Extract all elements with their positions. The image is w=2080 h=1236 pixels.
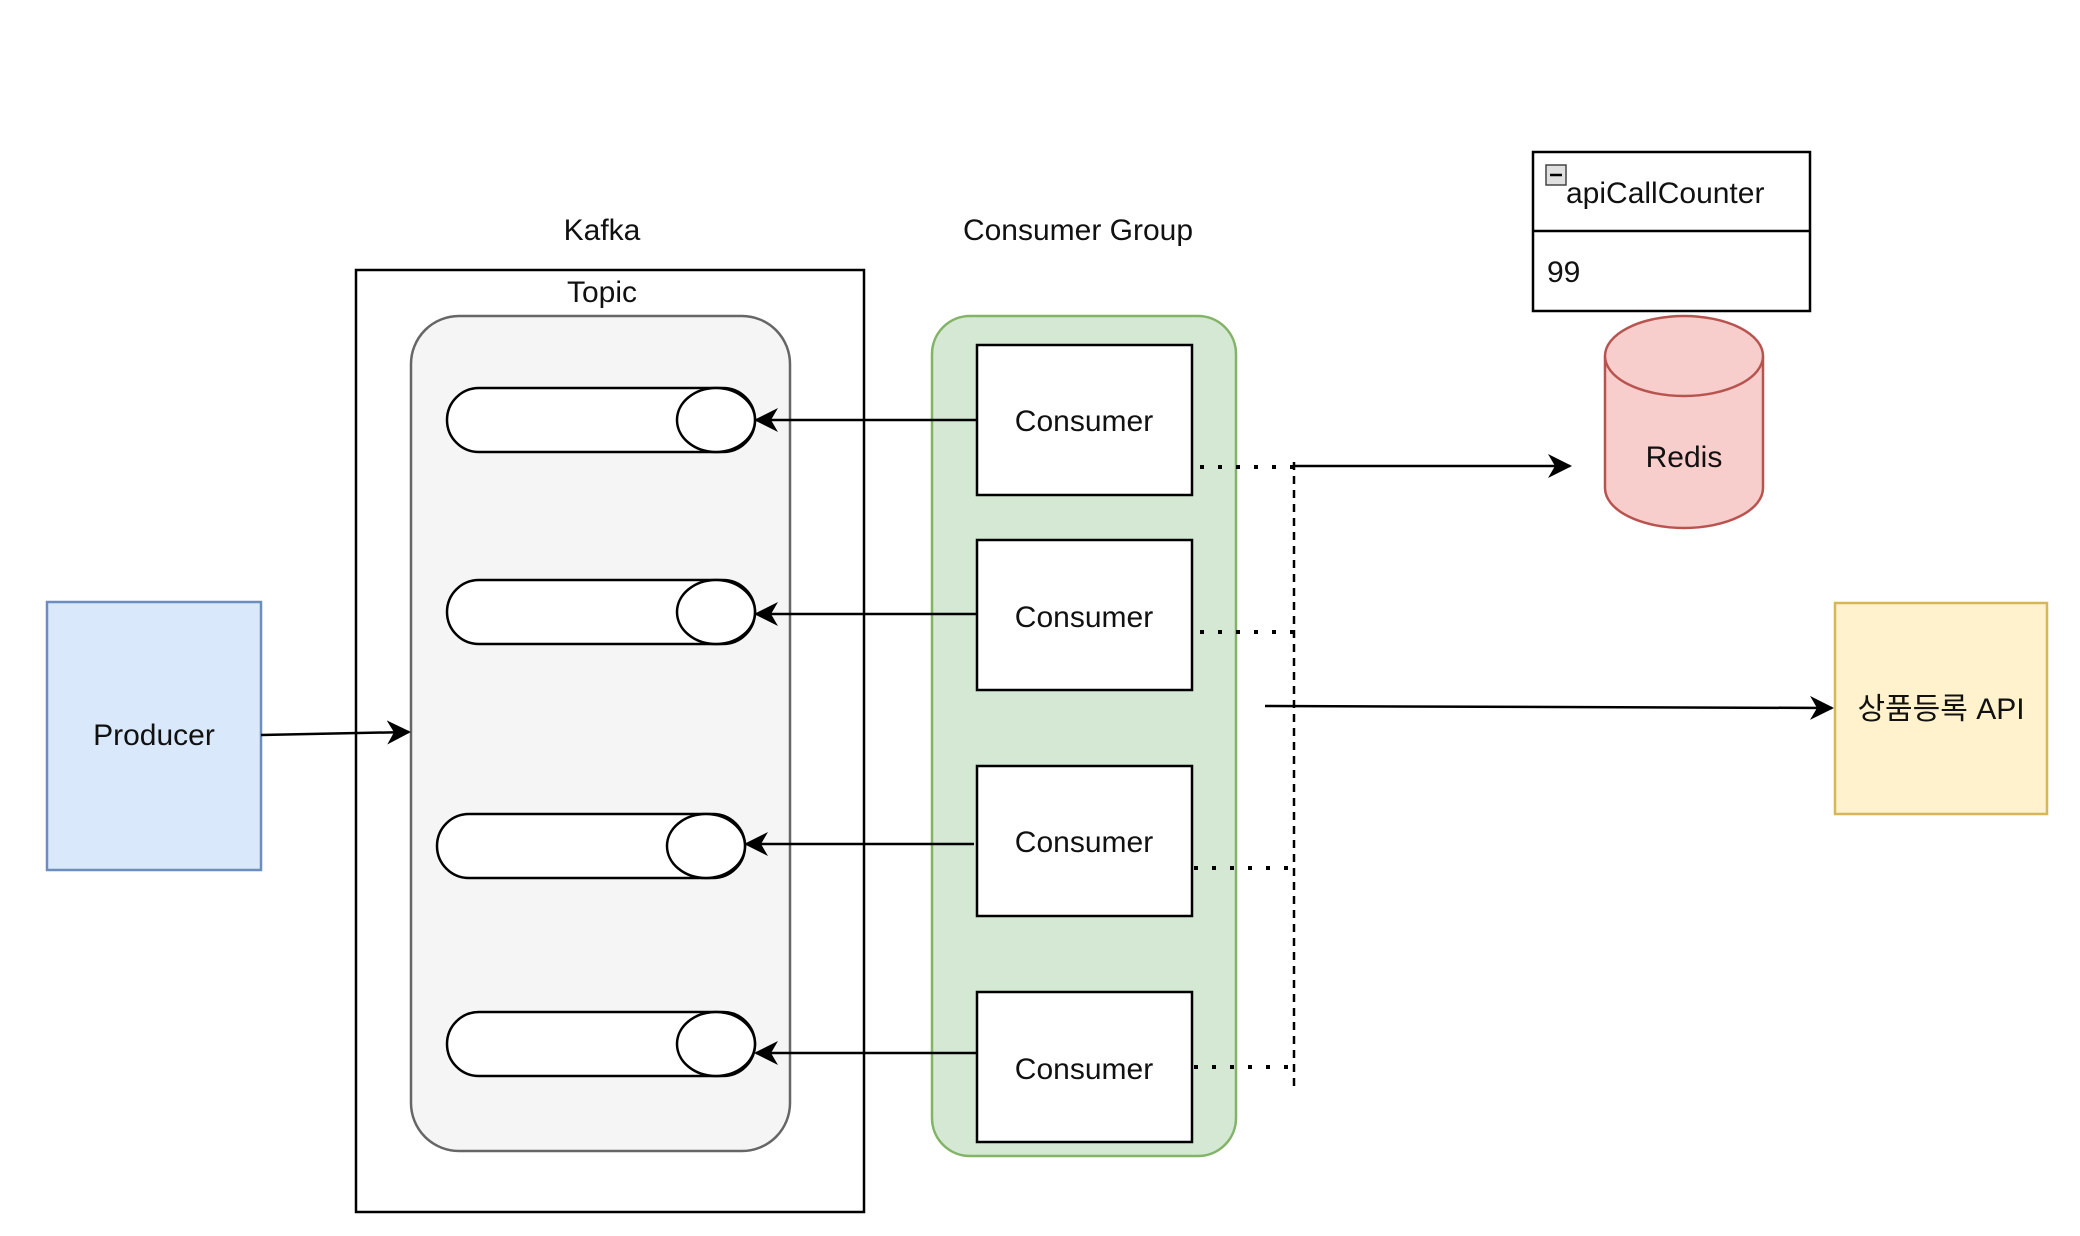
to-api-arrow [1264,695,1834,720]
consumer-1[interactable]: Consumer [975,343,1194,497]
producer-box[interactable] [45,600,263,872]
consumer-label: Consumer [1015,826,1153,859]
api-call-counter-table[interactable]: apiCallCounter 99 [1531,150,1812,313]
partition-4[interactable] [445,1010,757,1078]
topic-container[interactable] [409,314,792,1153]
partition-2[interactable] [445,578,757,646]
product-register-api-box[interactable] [1833,601,2049,816]
minus-square-icon[interactable] [1545,164,1567,186]
consumer-label: Consumer [1015,405,1153,438]
redis-cylinder[interactable]: Redis [1603,314,1765,530]
consumer-label: Consumer [1015,1053,1153,1086]
consumer-group-container[interactable] [930,314,1238,1158]
topic-label: Topic [567,276,637,309]
consumer-4[interactable]: Consumer [975,990,1194,1144]
counter-value: 99 [1547,256,1580,289]
consumer-2[interactable]: Consumer [975,538,1194,692]
consumer-group-label: Consumer Group [963,214,1193,247]
kafka-label: Kafka [564,214,641,247]
redis-label: Redis [1646,441,1723,474]
consumer-label: Consumer [1015,601,1153,634]
api-label: 상품등록 API [1857,693,2024,726]
producer-label: Producer [93,719,215,752]
partition-3[interactable] [435,812,747,880]
partition-1[interactable] [445,386,757,454]
consumer-3[interactable]: Consumer [975,764,1194,918]
producer-to-topic-arrow [260,720,411,745]
counter-name: apiCallCounter [1566,177,1764,210]
